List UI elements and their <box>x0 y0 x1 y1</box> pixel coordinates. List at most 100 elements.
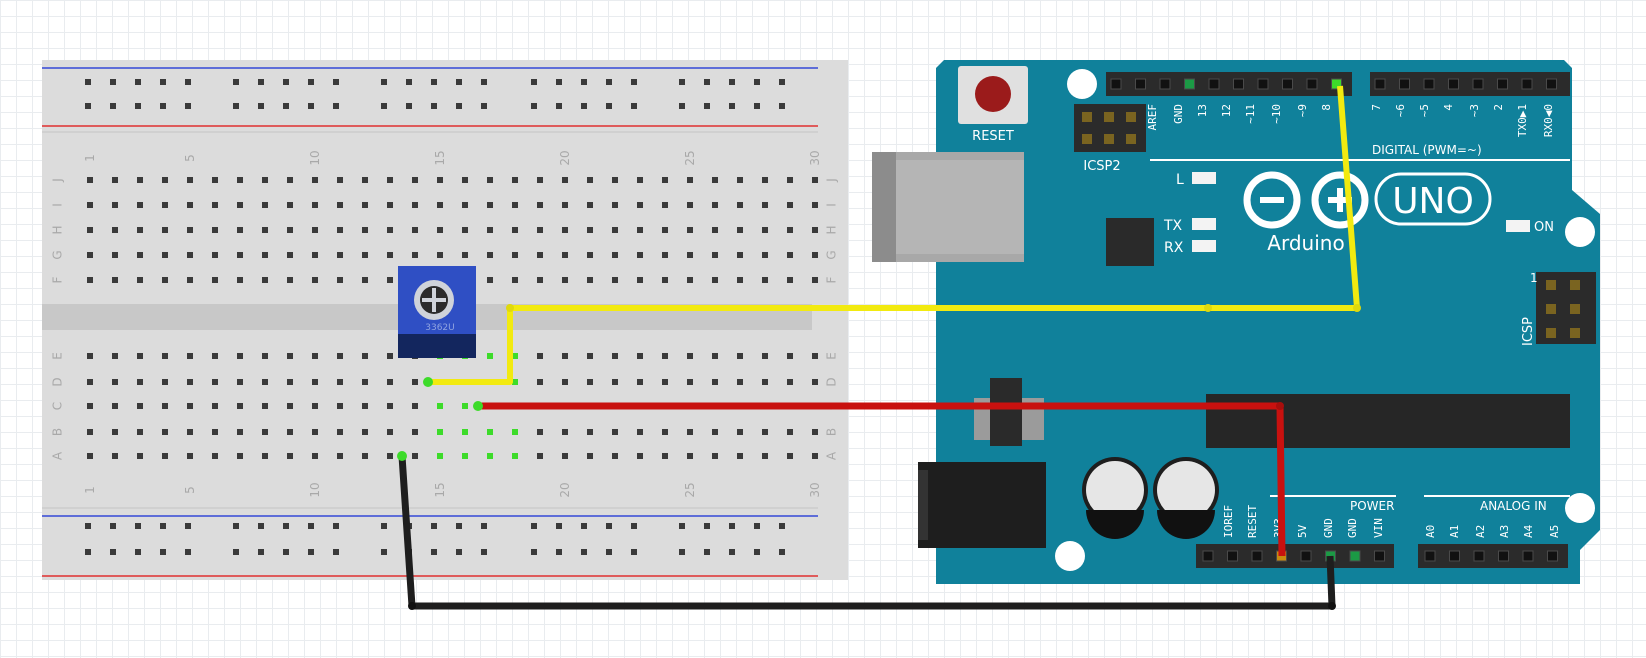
breadboard-hole[interactable] <box>612 429 618 435</box>
breadboard-hole-active[interactable] <box>437 453 443 459</box>
breadboard-hole[interactable] <box>462 177 468 183</box>
breadboard-hole[interactable] <box>387 252 393 258</box>
header-pin[interactable] <box>1135 78 1146 90</box>
breadboard-hole[interactable] <box>337 353 343 359</box>
power-rail-hole[interactable] <box>185 79 191 85</box>
breadboard-hole[interactable] <box>437 252 443 258</box>
breadboard-hole[interactable] <box>137 202 143 208</box>
power-rail-hole[interactable] <box>754 79 760 85</box>
breadboard-hole[interactable] <box>387 453 393 459</box>
power-rail-hole[interactable] <box>258 79 264 85</box>
breadboard-hole[interactable] <box>512 177 518 183</box>
breadboard-hole[interactable] <box>712 353 718 359</box>
power-rail-hole[interactable] <box>704 79 710 85</box>
icsp2-pin[interactable] <box>1082 112 1092 122</box>
breadboard-hole[interactable] <box>262 403 268 409</box>
breadboard-hole[interactable] <box>812 252 818 258</box>
breadboard-hole[interactable] <box>562 277 568 283</box>
breadboard-hole[interactable] <box>487 227 493 233</box>
breadboard-hole[interactable] <box>162 252 168 258</box>
power-rail-hole[interactable] <box>381 103 387 109</box>
header-pin[interactable] <box>1374 78 1386 90</box>
reset-button[interactable] <box>975 76 1011 112</box>
breadboard-hole[interactable] <box>812 202 818 208</box>
breadboard-hole[interactable] <box>162 277 168 283</box>
breadboard-hole[interactable] <box>212 403 218 409</box>
header-pin[interactable] <box>1472 78 1484 90</box>
header-pin[interactable] <box>1399 78 1410 90</box>
power-rail-hole[interactable] <box>431 523 437 529</box>
power-rail-hole[interactable] <box>85 103 91 109</box>
breadboard-hole[interactable] <box>612 353 618 359</box>
power-rail-hole[interactable] <box>258 523 264 529</box>
breadboard-hole[interactable] <box>237 277 243 283</box>
power-rail-hole[interactable] <box>160 103 166 109</box>
breadboard-hole[interactable] <box>637 177 643 183</box>
breadboard-hole[interactable] <box>87 177 93 183</box>
digital-header-pins[interactable] <box>1110 78 1557 90</box>
power-rail-hole[interactable] <box>754 549 760 555</box>
breadboard-hole[interactable] <box>762 252 768 258</box>
breadboard-hole-active[interactable] <box>487 453 493 459</box>
breadboard-hole[interactable] <box>187 353 193 359</box>
breadboard-hole[interactable] <box>212 353 218 359</box>
breadboard-hole[interactable] <box>362 177 368 183</box>
icsp-header[interactable] <box>1536 272 1596 344</box>
power-rail-hole[interactable] <box>581 79 587 85</box>
breadboard-hole-active[interactable] <box>512 379 518 385</box>
dc-power-jack[interactable] <box>918 462 1046 548</box>
power-rail-hole[interactable] <box>160 79 166 85</box>
breadboard-hole[interactable] <box>362 379 368 385</box>
breadboard-hole[interactable] <box>587 453 593 459</box>
breadboard-hole[interactable] <box>312 202 318 208</box>
breadboard-hole[interactable] <box>612 202 618 208</box>
breadboard-hole[interactable] <box>137 177 143 183</box>
breadboard-hole[interactable] <box>162 429 168 435</box>
breadboard-hole[interactable] <box>262 429 268 435</box>
breadboard-hole[interactable] <box>637 202 643 208</box>
breadboard-hole[interactable] <box>137 453 143 459</box>
power-rail-hole[interactable] <box>406 103 412 109</box>
breadboard-hole[interactable] <box>362 202 368 208</box>
breadboard-hole[interactable] <box>537 227 543 233</box>
power-header-pin[interactable] <box>1300 550 1312 562</box>
breadboard-hole[interactable] <box>437 227 443 233</box>
power-rail-hole[interactable] <box>333 103 339 109</box>
icsp2-pin[interactable] <box>1126 112 1136 122</box>
breadboard-hole[interactable] <box>287 202 293 208</box>
breadboard-hole[interactable] <box>362 403 368 409</box>
power-rail-hole[interactable] <box>779 549 785 555</box>
breadboard-hole[interactable] <box>787 202 793 208</box>
breadboard-hole[interactable] <box>87 453 93 459</box>
breadboard-hole[interactable] <box>87 252 93 258</box>
breadboard-hole[interactable] <box>687 227 693 233</box>
breadboard-hole[interactable] <box>487 277 493 283</box>
power-rail-hole[interactable] <box>233 549 239 555</box>
breadboard-hole[interactable] <box>762 353 768 359</box>
breadboard-hole[interactable] <box>587 202 593 208</box>
power-rail-hole[interactable] <box>308 103 314 109</box>
breadboard-hole[interactable] <box>112 277 118 283</box>
breadboard-hole[interactable] <box>762 202 768 208</box>
breadboard-hole[interactable] <box>712 429 718 435</box>
power-rail-hole[interactable] <box>581 103 587 109</box>
power-rail-hole[interactable] <box>631 79 637 85</box>
breadboard-hole[interactable] <box>137 353 143 359</box>
breadboard-hole[interactable] <box>662 429 668 435</box>
breadboard-hole-active[interactable] <box>487 429 493 435</box>
breadboard-hole[interactable] <box>287 429 293 435</box>
breadboard-hole-active[interactable] <box>437 429 443 435</box>
breadboard-hole[interactable] <box>787 429 793 435</box>
power-rail-hole[interactable] <box>381 549 387 555</box>
power-rail-hole[interactable] <box>581 549 587 555</box>
breadboard-hole[interactable] <box>687 277 693 283</box>
breadboard-hole[interactable] <box>237 353 243 359</box>
breadboard-hole[interactable] <box>262 227 268 233</box>
breadboard-hole[interactable] <box>637 379 643 385</box>
breadboard-hole[interactable] <box>187 403 193 409</box>
breadboard-hole[interactable] <box>762 177 768 183</box>
breadboard-hole[interactable] <box>212 379 218 385</box>
icsp2-pin[interactable] <box>1104 134 1114 144</box>
breadboard-hole[interactable] <box>687 202 693 208</box>
breadboard-hole[interactable] <box>287 177 293 183</box>
